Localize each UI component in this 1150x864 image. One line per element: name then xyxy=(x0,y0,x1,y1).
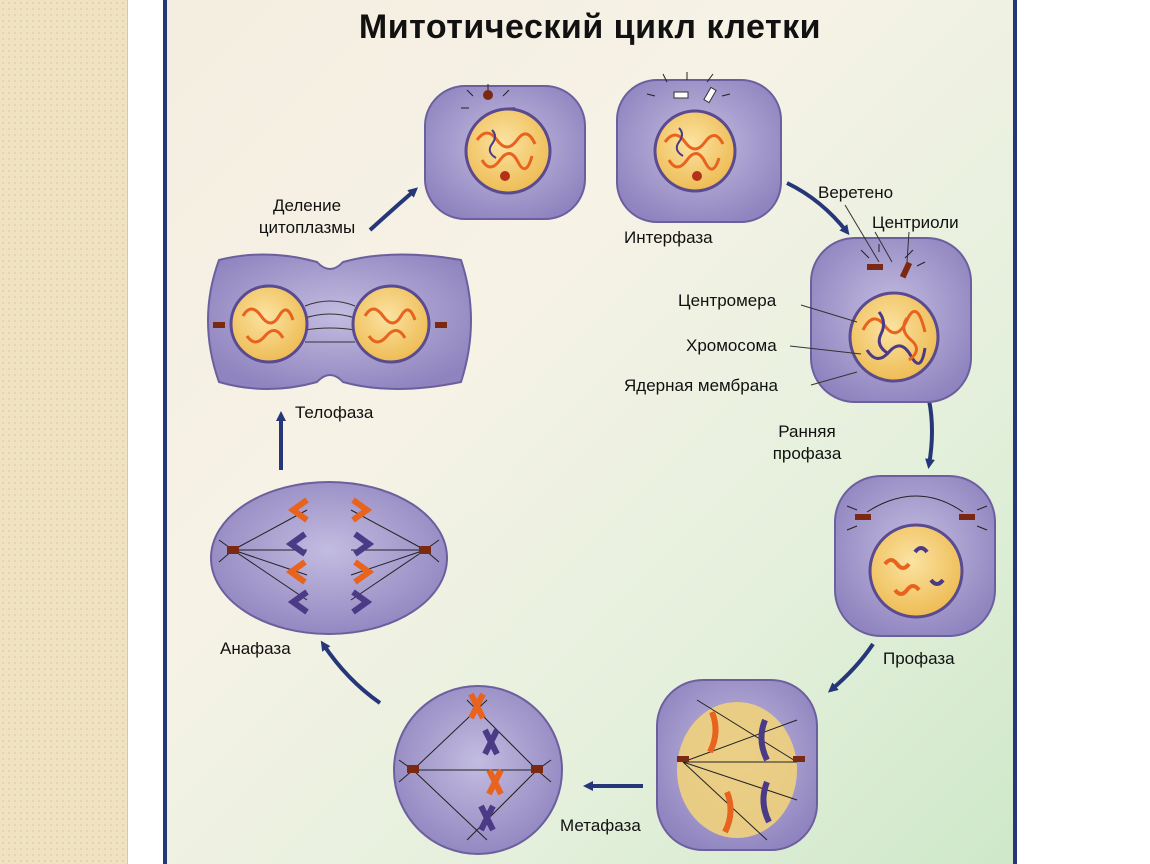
label-centromere: Центромера xyxy=(678,291,777,310)
cell-metaphase-b xyxy=(656,679,818,851)
label-cytokinesis-line1: Деление xyxy=(272,196,342,215)
label-centrioles: Центриоли xyxy=(872,213,959,232)
label-early-prophase: Ранняя профаза xyxy=(753,421,861,465)
arrow-early-prophase-to-prophase xyxy=(925,399,935,469)
label-nuclear-membrane: Ядерная мембрана xyxy=(624,376,779,395)
label-anaphase: Анафаза xyxy=(220,639,291,658)
arrow-interphase-to-early-prophase xyxy=(786,181,850,236)
cycle-arrows xyxy=(276,181,935,791)
centriole-icon xyxy=(855,514,871,520)
label-spindle: Веретено xyxy=(818,183,894,202)
label-telophase: Телофаза xyxy=(295,403,374,422)
cell-metaphase-a xyxy=(393,685,563,855)
arrow-metaphase-to-anaphase xyxy=(320,640,382,705)
mitosis-diagram xyxy=(207,72,996,855)
label-prophase: Профаза xyxy=(883,649,955,668)
cell-interphase xyxy=(616,72,782,223)
label-cytokinesis: Деление цитоплазмы xyxy=(243,195,371,239)
label-chromosome: Хромосома xyxy=(686,336,777,355)
diagram-panel: Митотический цикл клетки xyxy=(163,0,1017,864)
cell-anaphase xyxy=(210,481,448,635)
left-decorative-strip xyxy=(0,0,128,864)
arrow-prophase-to-metaphase-b xyxy=(827,642,875,693)
diagram-title: Митотический цикл клетки xyxy=(358,8,822,46)
cell-early-prophase xyxy=(810,237,972,403)
label-early-prophase-line2: профаза xyxy=(772,444,842,463)
label-metaphase: Метафаза xyxy=(560,816,641,835)
arrow-telophase-to-cytokinesis xyxy=(368,187,419,232)
label-interphase: Интерфаза xyxy=(624,228,713,247)
centriole-icon xyxy=(867,264,883,270)
centriole-icon xyxy=(483,90,493,100)
label-early-prophase-line1: Ранняя xyxy=(778,422,836,441)
label-pointer-lines xyxy=(789,204,910,386)
cell-prophase xyxy=(834,475,996,637)
label-cytokinesis-line2: цитоплазмы xyxy=(258,218,356,237)
cell-telophase xyxy=(207,253,472,390)
cell-daughter-top xyxy=(424,84,586,220)
centriole-icon xyxy=(673,91,689,99)
